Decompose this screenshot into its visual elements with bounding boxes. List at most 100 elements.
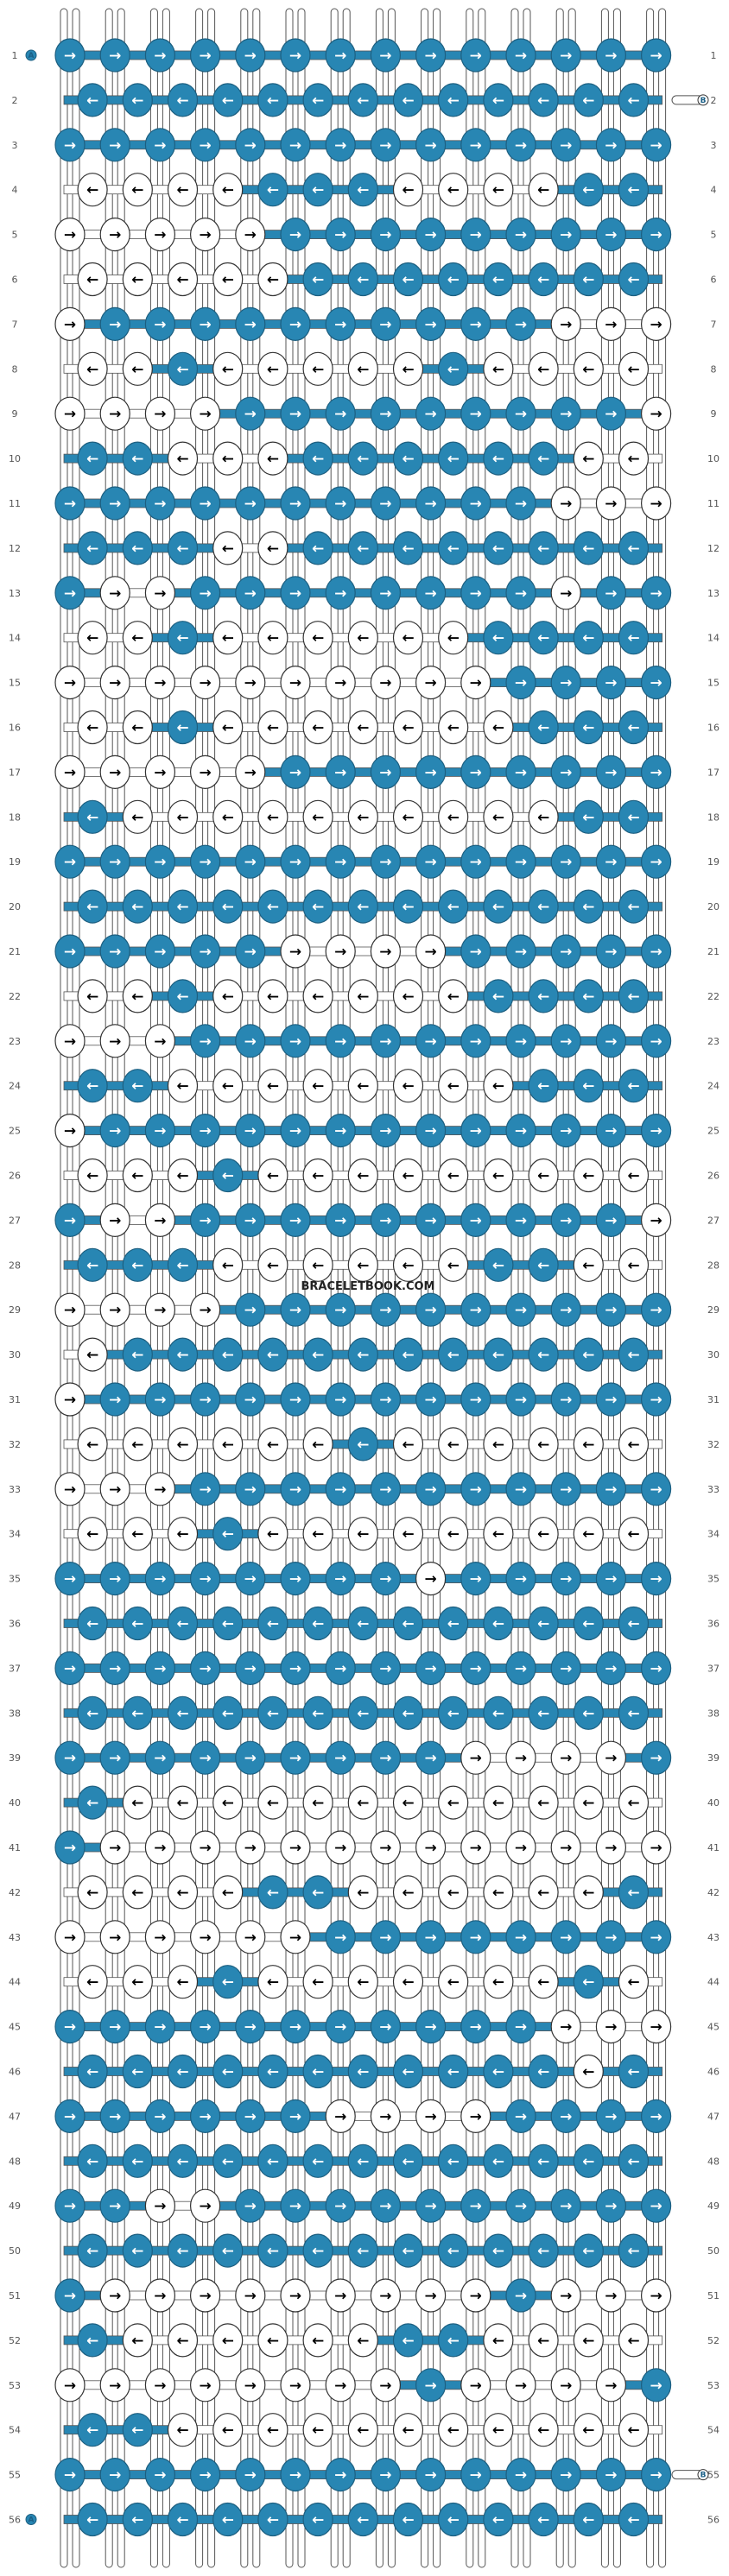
row-label-left: 22 xyxy=(9,991,21,1002)
arrow-left-icon: ← xyxy=(537,720,549,737)
arrow-left-icon: ← xyxy=(222,2153,234,2170)
arrow-left-icon: ← xyxy=(402,2064,414,2081)
arrow-left-icon: ← xyxy=(582,1078,594,1095)
knot: → xyxy=(235,486,266,521)
knot: ← xyxy=(347,173,378,207)
knot: → xyxy=(235,306,266,341)
knot: → xyxy=(640,576,672,610)
knot-shape xyxy=(392,173,424,207)
knot: → xyxy=(595,576,627,610)
knot: → xyxy=(460,1292,491,1327)
arrow-right-icon: → xyxy=(379,2377,391,2395)
arrow-left-icon: ← xyxy=(176,2153,188,2170)
arrow-right-icon: → xyxy=(154,1392,166,1409)
arrow-left-icon: ← xyxy=(222,1526,234,1544)
row-label-left: 53 xyxy=(9,2380,21,2391)
knot: ← xyxy=(77,1069,108,1103)
arrow-right-icon: → xyxy=(64,1929,76,1947)
arrow-left-icon: ← xyxy=(402,182,414,199)
arrow-right-icon: → xyxy=(560,1481,572,1499)
arrow-right-icon: → xyxy=(244,1302,257,1319)
knot: → xyxy=(54,576,86,610)
knot: → xyxy=(235,2368,266,2402)
knot: → xyxy=(144,1203,175,1238)
arrow-right-icon: → xyxy=(605,585,617,603)
knot: → xyxy=(235,2188,266,2223)
arrow-left-icon: ← xyxy=(222,540,234,558)
arrow-right-icon: → xyxy=(64,1660,76,1677)
row-label-right: 27 xyxy=(707,1215,719,1226)
arrow-left-icon: ← xyxy=(131,1436,143,1454)
knot: ← xyxy=(573,2413,604,2447)
arrow-left-icon: ← xyxy=(222,899,234,916)
knot: ← xyxy=(392,173,424,207)
arrow-left-icon: ← xyxy=(537,1257,549,1274)
arrow-left-icon: ← xyxy=(312,1436,324,1454)
knot: ← xyxy=(573,1606,604,1641)
knot: → xyxy=(640,1472,672,1506)
knot: ← xyxy=(573,262,604,297)
row-label-left: 42 xyxy=(9,1887,21,1898)
knot: → xyxy=(370,844,401,879)
knot: → xyxy=(54,1472,86,1506)
knot: ← xyxy=(528,262,559,297)
arrow-right-icon: → xyxy=(154,1033,166,1051)
arrow-right-icon: → xyxy=(605,1123,617,1140)
knot-shape xyxy=(122,262,153,297)
arrow-left-icon: ← xyxy=(357,1168,369,1185)
arrow-right-icon: → xyxy=(424,1123,436,1140)
arrow-right-icon: → xyxy=(244,1660,257,1677)
knot: ← xyxy=(257,1337,288,1372)
knot: → xyxy=(54,1561,86,1596)
arrow-right-icon: → xyxy=(289,406,301,423)
knot: ← xyxy=(257,2144,288,2178)
arrow-right-icon: → xyxy=(560,496,572,513)
knot: → xyxy=(415,2368,447,2402)
thread-strand xyxy=(523,8,531,2568)
arrow-right-icon: → xyxy=(64,1840,76,1857)
knot: → xyxy=(415,128,447,162)
arrow-right-icon: → xyxy=(379,1123,391,1140)
knot: ← xyxy=(122,1247,153,1282)
arrow-right-icon: → xyxy=(154,227,166,244)
row-label-left: 6 xyxy=(12,275,18,286)
knot: ← xyxy=(573,799,604,834)
knot: → xyxy=(54,396,86,431)
knot-shape xyxy=(483,351,514,386)
arrow-left-icon: ← xyxy=(267,451,279,468)
row-label-left: 44 xyxy=(9,1977,21,1988)
arrow-left-icon: ← xyxy=(627,1436,639,1454)
knot: → xyxy=(235,1382,266,1417)
arrow-right-icon: → xyxy=(64,585,76,603)
arrow-left-icon: ← xyxy=(627,1795,639,1812)
arrow-right-icon: → xyxy=(424,137,436,155)
arrow-left-icon: ← xyxy=(222,988,234,1006)
arrow-right-icon: → xyxy=(560,764,572,781)
arrow-left-icon: ← xyxy=(537,2512,549,2529)
arrow-left-icon: ← xyxy=(312,2333,324,2350)
arrow-right-icon: → xyxy=(334,47,346,65)
knot: → xyxy=(280,2368,311,2402)
thread-strand xyxy=(555,8,564,2568)
knot: ← xyxy=(122,1606,153,1641)
knot: ← xyxy=(438,621,469,655)
knot: ← xyxy=(483,799,514,834)
row-label-right: 33 xyxy=(707,1484,719,1495)
knot: → xyxy=(595,1740,627,1775)
thread-strand xyxy=(252,8,261,2568)
knot: → xyxy=(280,1561,311,1596)
knot: ← xyxy=(257,531,288,565)
knot: → xyxy=(54,128,86,162)
arrow-left-icon: ← xyxy=(267,2153,279,2170)
row-label-left: 1 xyxy=(12,50,18,61)
arrow-right-icon: → xyxy=(109,2198,121,2215)
arrow-right-icon: → xyxy=(560,1302,572,1319)
knot: ← xyxy=(212,441,244,476)
knot: ← xyxy=(77,1158,108,1193)
arrow-right-icon: → xyxy=(424,2198,436,2215)
knot: ← xyxy=(77,1606,108,1641)
arrow-right-icon: → xyxy=(605,316,617,333)
knot-shape xyxy=(54,306,86,341)
knot: → xyxy=(505,1830,536,1865)
knot-shape xyxy=(595,396,627,431)
